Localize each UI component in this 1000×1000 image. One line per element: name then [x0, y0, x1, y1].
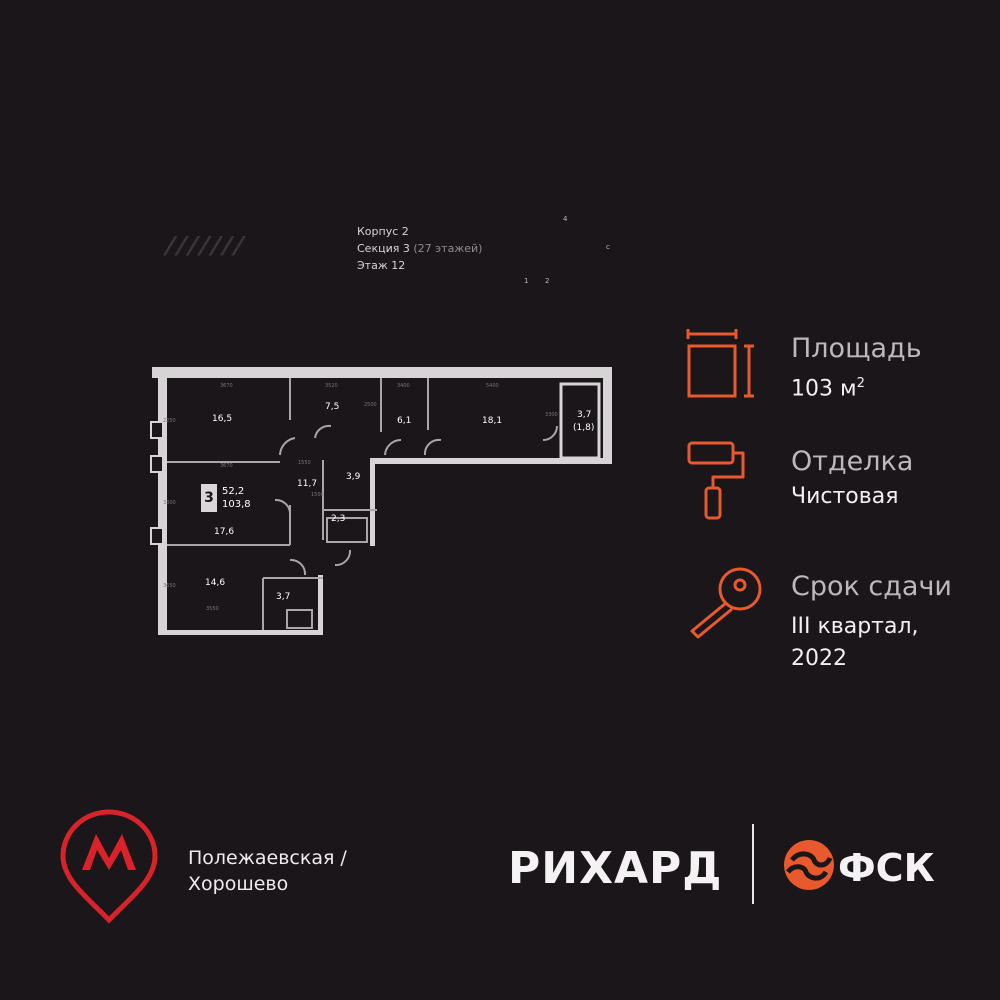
plan-fixture	[286, 609, 313, 629]
finish-value: Чистовая	[791, 484, 899, 509]
paint-roller-icon	[687, 441, 745, 520]
plan-door	[542, 425, 558, 441]
mini-map-label: 1	[524, 277, 529, 285]
plan-door	[334, 549, 352, 567]
metro-station-line1: Полежаевская /	[188, 847, 347, 869]
plan-door	[384, 438, 402, 456]
room-area: 3,9	[346, 472, 361, 482]
room-area: 2,3	[331, 514, 346, 524]
rooms-count-badge: 3	[201, 484, 217, 512]
plan-dimension: 3300	[163, 500, 176, 506]
fsk-logo-text: ФСК	[838, 846, 935, 890]
building-korpus: Корпус 2	[357, 225, 409, 238]
plan-dimension: 5400	[486, 383, 499, 389]
plan-window	[150, 527, 164, 545]
brand-divider	[752, 824, 754, 904]
plan-dimension: 3400	[397, 383, 410, 389]
plan-wall	[158, 630, 323, 635]
deadline-value: III квартал, 2022	[791, 611, 919, 675]
plan-dimension: 1500	[311, 492, 324, 498]
total-area: 103,8	[222, 499, 251, 510]
plan-wall	[152, 367, 612, 378]
site-mini-map: 4 1 2 с	[518, 215, 628, 295]
room-area: 17,6	[214, 527, 235, 537]
area-title: Площадь	[791, 333, 922, 364]
building-section: Секция 3 (27 этажей)	[357, 240, 482, 257]
plan-bathtub	[326, 517, 368, 543]
plan-balcony	[559, 382, 601, 460]
area-value: 103 м2	[791, 368, 865, 405]
living-area: 52,2	[222, 486, 245, 497]
plan-dimension: 2250	[163, 418, 176, 424]
developer-logo-text: РИХАРД	[508, 843, 723, 894]
plan-wall	[318, 575, 323, 635]
plan-dimension: 2500	[364, 402, 377, 408]
plan-door	[314, 424, 332, 439]
room-area: 18,1	[482, 416, 503, 426]
plan-door	[423, 438, 442, 456]
plan-door	[289, 558, 307, 576]
apartment-area-info: 52,2 103,8	[222, 485, 251, 511]
building-info: Корпус 2 Секция 3 (27 этажей) Этаж 12	[357, 223, 482, 274]
section-floors: (27 этажей)	[413, 242, 483, 255]
plan-dimension: 3670	[220, 463, 233, 469]
plan-door	[274, 498, 292, 516]
room-area: 14,6	[205, 578, 226, 588]
plan-window	[150, 455, 164, 473]
room-area: 16,5	[212, 414, 233, 424]
deadline-year: 2022	[791, 646, 847, 671]
plan-wall	[158, 367, 167, 635]
plan-dimension: 1550	[298, 460, 311, 466]
mini-map-label: с	[606, 243, 610, 251]
plan-wall	[603, 378, 612, 463]
room-area: 7,5	[325, 402, 340, 412]
metro-station: Полежаевская / Хорошево	[188, 845, 347, 897]
building-floor: Этаж 12	[357, 259, 406, 272]
metro-station-line2: Хорошево	[188, 873, 289, 895]
room-area: 11,7	[297, 479, 318, 489]
key-icon	[690, 567, 762, 639]
deadline-quarter: III квартал,	[791, 614, 919, 639]
room-area: 3,7	[276, 592, 291, 602]
floor-plan	[150, 367, 612, 635]
plan-dimension: 3650	[163, 583, 176, 589]
finish-title: Отделка	[791, 446, 914, 477]
plan-wall	[370, 458, 375, 546]
room-area: (1,8)	[573, 423, 595, 433]
plan-dimension: 3670	[220, 383, 233, 389]
area-unit-exponent: 2	[856, 376, 865, 391]
room-area: 6,1	[397, 416, 412, 426]
mini-map-label: 4	[563, 215, 568, 223]
mini-map-label: 2	[545, 277, 550, 285]
plan-door	[279, 437, 296, 456]
fsk-logo-icon	[784, 840, 834, 890]
plan-dimension: 3300	[545, 412, 558, 418]
plan-wall	[370, 458, 612, 464]
project-logo-blurred: ⁄ ⁄ ⁄ ⁄ ⁄ ⁄ ⁄	[168, 232, 241, 262]
plan-dimension: 3550	[206, 606, 219, 612]
metro-pin-icon	[60, 809, 158, 924]
room-area: 3,7	[577, 410, 592, 420]
deadline-title: Срок сдачи	[791, 571, 952, 602]
section-number: Секция 3	[357, 242, 410, 255]
plan-dimension: 3520	[325, 383, 338, 389]
area-number: 103 м	[791, 376, 857, 402]
plan-window	[150, 421, 164, 439]
area-icon	[686, 329, 754, 398]
